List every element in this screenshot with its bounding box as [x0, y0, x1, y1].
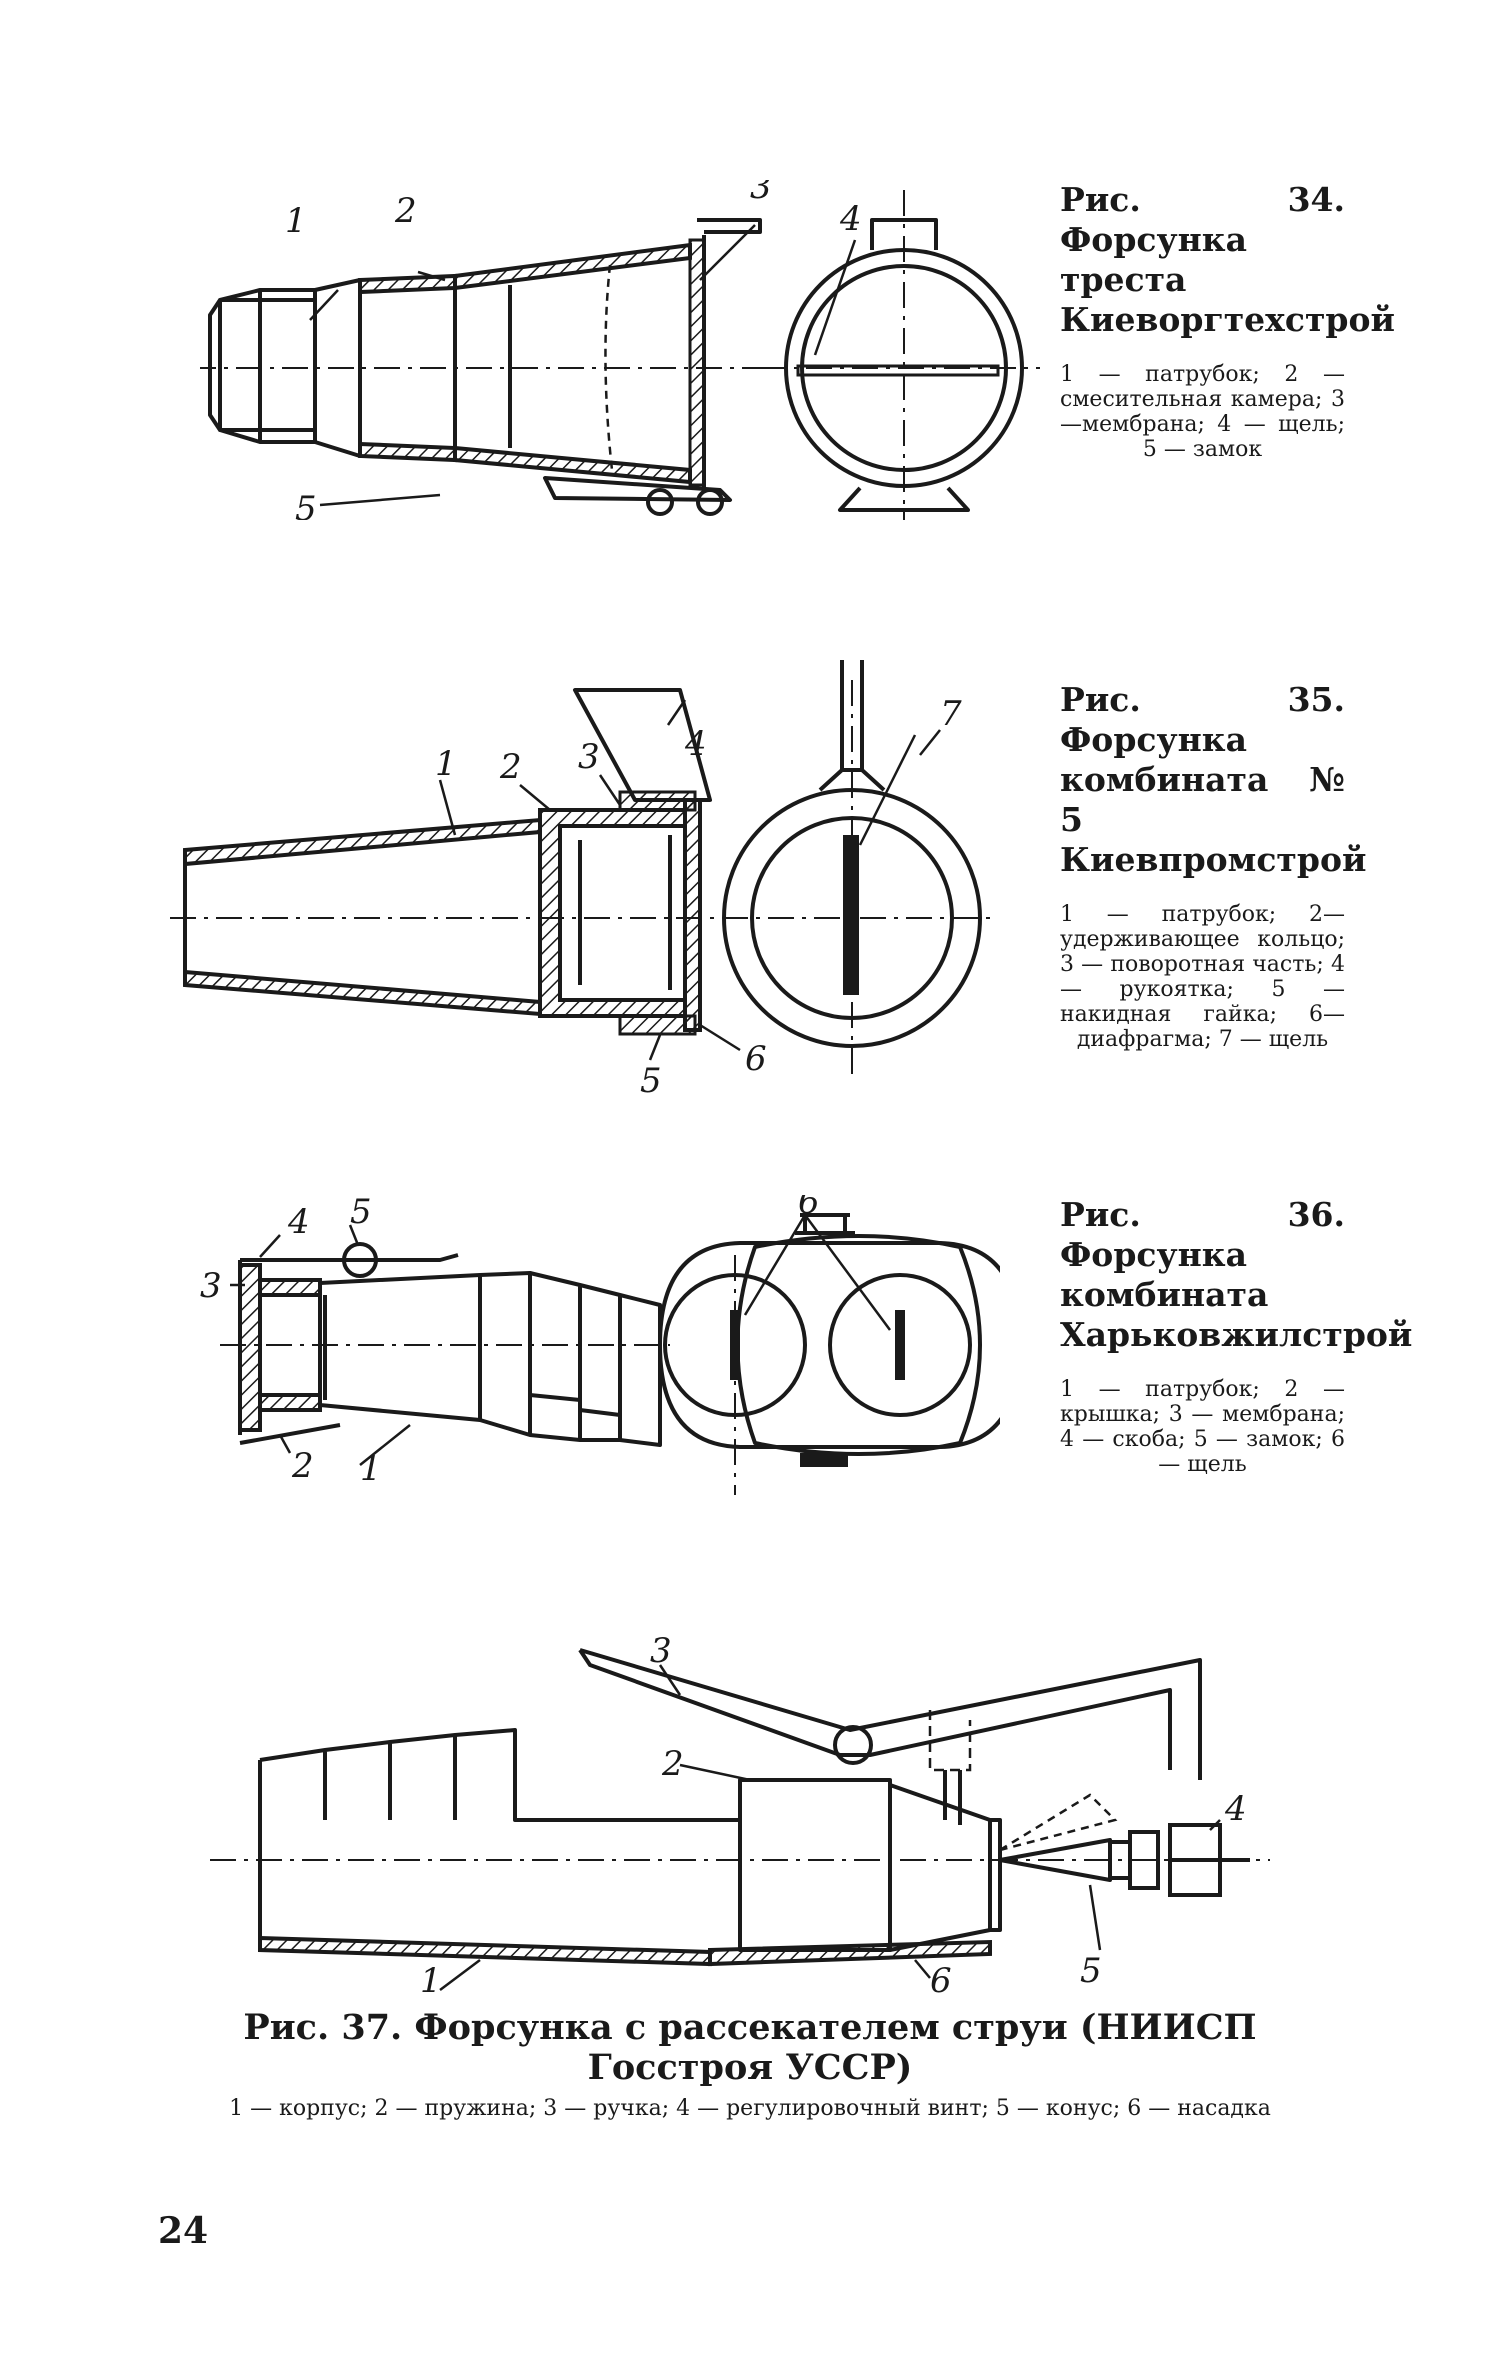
- figure-37-drawing: 3 2 4 5 1 6: [210, 1620, 1290, 2000]
- fig37-label-5: 5: [1080, 1951, 1102, 1991]
- fig35-label-7: 7: [940, 694, 962, 734]
- fig34-label-5: 5: [295, 489, 317, 520]
- fig37-label-4: 4: [1224, 1789, 1247, 1829]
- fig36-label-5: 5: [350, 1195, 372, 1232]
- fig36-label-6: 6: [798, 1195, 820, 1222]
- figure-36-legend: 1 — патрубок; 2 — крышка; 3 — мембрана; …: [1060, 1377, 1345, 1477]
- figure-34-title: Рис. 34. Форсунка треста Киеворгтехстрой: [1060, 180, 1395, 339]
- fig34-label-3: 3: [750, 180, 772, 207]
- figure-37-legend: 1 — корпус; 2 — пружина; 3 — ручка; 4 — …: [229, 2096, 1271, 2121]
- figure-37-title: Рис. 37. Форсунка с рассекателем струи (…: [243, 2007, 1257, 2088]
- figure-34-legend: 1 — патрубок; 2 — смесительная камера; 3…: [1060, 362, 1345, 462]
- figure-37-caption: Рис. 37. Форсунка с рассекателем струи (…: [160, 2007, 1340, 2122]
- fig35-label-2: 2: [499, 747, 522, 787]
- figure-36-caption: Рис. 36. Форсунка комбината Харьковжилст…: [1060, 1195, 1413, 1477]
- fig37-label-2: 2: [661, 1744, 684, 1784]
- fig34-label-4: 4: [839, 199, 862, 239]
- fig35-label-1: 1: [435, 744, 457, 784]
- fig36-label-3: 3: [200, 1266, 222, 1306]
- figure-36-title: Рис. 36. Форсунка комбината Харьковжилст…: [1060, 1195, 1413, 1354]
- figure-34-drawing: 1 2 3 4 5: [200, 180, 1080, 520]
- fig36-label-4: 4: [287, 1202, 310, 1242]
- figure-35-title: Рис. 35. Форсунка комбината № 5 Киевпром…: [1060, 680, 1367, 879]
- figure-34-caption: Рис. 34. Форсунка треста Киеворгтехстрой…: [1060, 180, 1395, 462]
- figure-35-legend: 1 — патрубок; 2— удерживающее кольцо; 3 …: [1060, 902, 1345, 1052]
- fig36-label-1: 1: [360, 1449, 382, 1489]
- fig35-label-3: 3: [578, 737, 600, 777]
- page-number: 24: [158, 2210, 209, 2252]
- fig34-label-1: 1: [285, 201, 307, 241]
- figure-36-drawing: 4 5 3 2 1 6: [200, 1195, 1000, 1495]
- fig35-label-4: 4: [684, 724, 707, 764]
- fig37-label-3: 3: [650, 1631, 672, 1671]
- fig37-label-6: 6: [930, 1961, 952, 2000]
- fig37-label-1: 1: [420, 1961, 442, 2000]
- figure-35-drawing: 1 2 3 4 5 6 7: [170, 660, 1010, 1100]
- fig35-label-5: 5: [640, 1061, 662, 1100]
- fig34-label-2: 2: [394, 191, 417, 231]
- fig36-label-2: 2: [291, 1446, 314, 1486]
- fig35-label-6: 6: [745, 1039, 767, 1079]
- figure-35-caption: Рис. 35. Форсунка комбината № 5 Киевпром…: [1060, 680, 1367, 1052]
